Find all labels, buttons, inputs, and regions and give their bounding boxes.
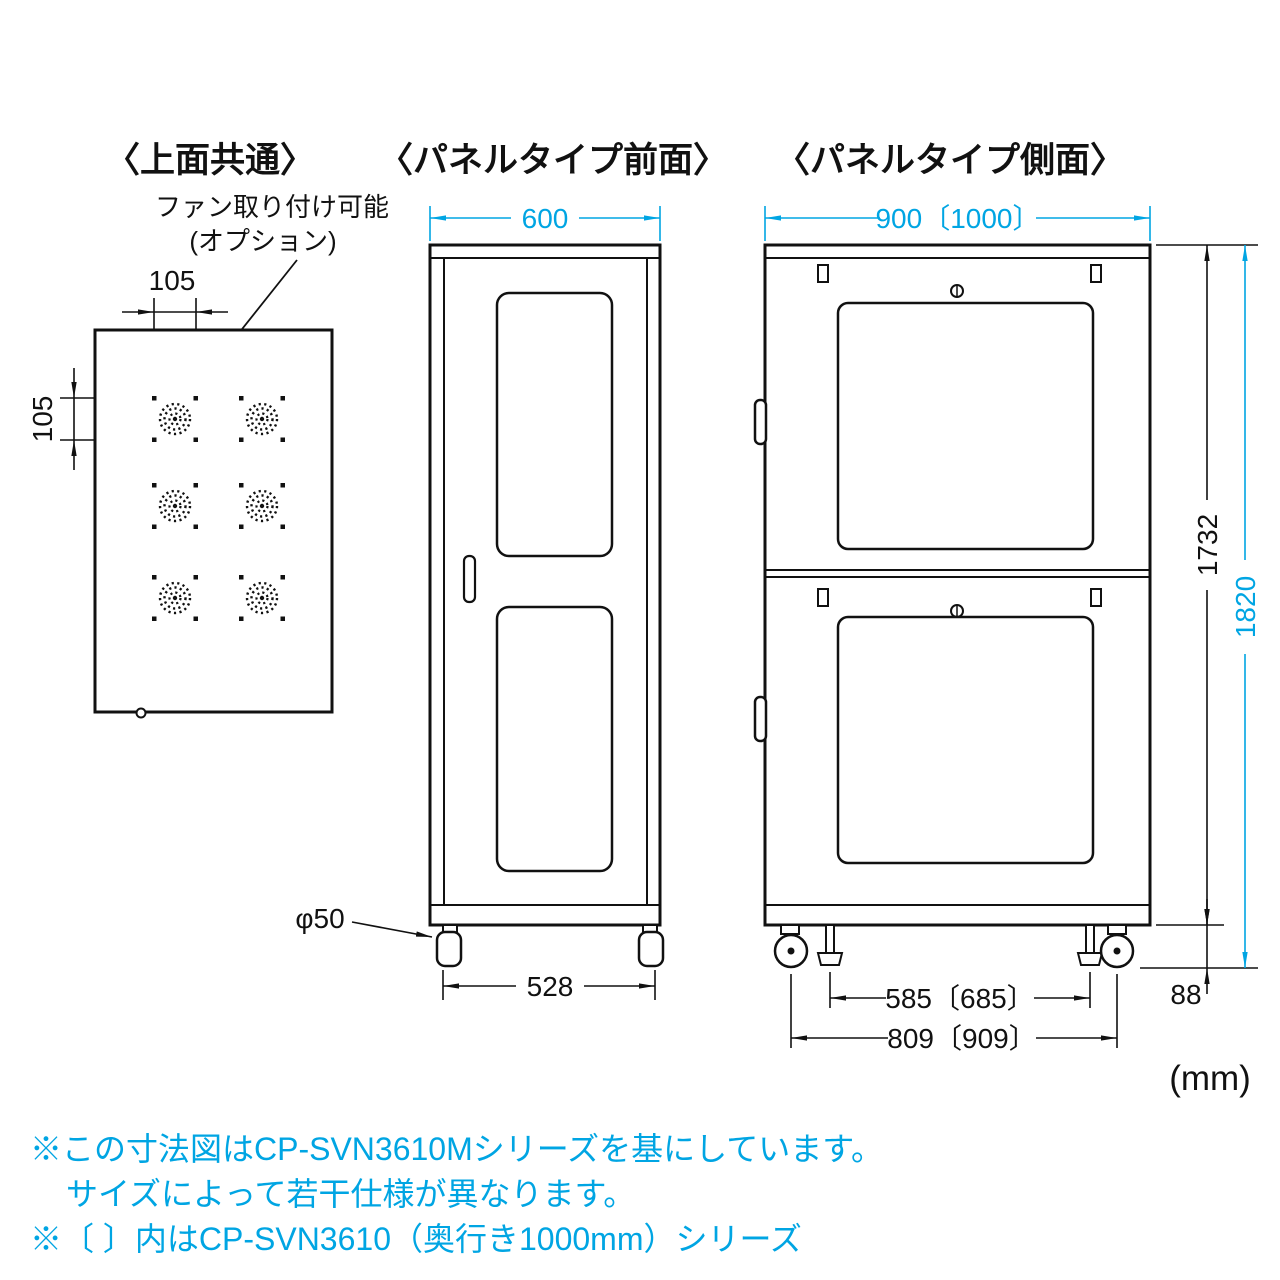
caster-side-left [773, 924, 809, 969]
door-window-lower [495, 605, 614, 873]
note-line-3: ※〔 〕内はCP-SVN3610（奥行き1000mm）シリーズ [30, 1221, 802, 1257]
leader-line [351, 921, 433, 938]
dim-105-h-label: 105 [149, 265, 196, 296]
foot-stem [825, 924, 835, 954]
caster-bracket [780, 924, 800, 935]
dim-width-600: 600 [429, 203, 661, 241]
adjuster-foot-left [816, 924, 844, 966]
dim-105-v-label: 105 [27, 396, 58, 443]
side-panel-window-lower [836, 615, 1095, 865]
panel-latch [1090, 264, 1102, 283]
caster-hub [1113, 947, 1121, 955]
front-cabinet-body [428, 243, 662, 927]
front-view-heading: 〈パネルタイプ前面〉 [378, 141, 728, 180]
caster-hub [787, 947, 795, 955]
dim-depth-900: 900〔1000〕 [764, 203, 1151, 241]
foot-pad [1076, 952, 1104, 966]
note-line-2: サイズによって若干仕様が異なります。 [66, 1176, 636, 1212]
side-cabinet-body [763, 243, 1152, 927]
note-line-1: ※この寸法図はCP-SVN3610Mシリーズを基にしています。 [30, 1131, 883, 1167]
caster-side-right [1099, 924, 1135, 969]
side-view: 〈パネルタイプ側面〉 900〔1000〕 [753, 141, 1261, 1054]
top-view: 〈上面共通〉 ファン取り付け可能 (オプション) 105 105 [27, 141, 389, 719]
dim-height-1732: 1732 [1192, 245, 1223, 925]
foot-pad [816, 952, 844, 966]
dim-585-label: 585〔685〕 [885, 983, 1034, 1014]
top-view-body [93, 328, 334, 714]
fan-option-note-line2: (オプション) [189, 226, 336, 256]
foot-stem [1085, 924, 1095, 954]
dim-88-label: 88 [1170, 979, 1201, 1010]
caster-wheel [435, 930, 463, 968]
dim-height-1820: 1820 [1230, 245, 1261, 968]
hinge [753, 398, 768, 446]
dim-600-label: 600 [522, 203, 569, 234]
caster-diameter-callout: φ50 [295, 903, 433, 938]
panel-latch [817, 264, 829, 283]
top-view-heading: 〈上面共通〉 [105, 141, 315, 180]
dim-1732-label: 1732 [1192, 514, 1223, 576]
caster-front-left [435, 924, 463, 968]
dim-900-label: 900〔1000〕 [875, 203, 1040, 234]
unit-label: (mm) [1169, 1059, 1251, 1098]
panel-latch [1090, 588, 1102, 607]
front-view: 〈パネルタイプ前面〉 600 φ50 [295, 141, 728, 1002]
dim-caster-span-528: 528 [442, 970, 656, 1002]
dim-caster-height-88: 88 [1170, 899, 1210, 1010]
dim-adjuster-span-585: 585〔685〕 [829, 972, 1091, 1014]
adjuster-foot-right [1076, 924, 1104, 966]
hinge [753, 695, 768, 743]
dim-809-label: 809〔909〕 [887, 1023, 1036, 1054]
door-handle [462, 554, 477, 604]
caster-front-right [637, 924, 665, 968]
panel-screw [950, 284, 964, 298]
panel-screw [950, 604, 964, 618]
dim-528-label: 528 [527, 971, 574, 1002]
fan-option-note-line1: ファン取り付け可能 [155, 192, 389, 222]
phi50-label: φ50 [295, 903, 344, 934]
side-panel-window-upper [836, 301, 1095, 551]
door-window-upper [495, 291, 614, 558]
dim-1820-label: 1820 [1230, 576, 1261, 638]
panel-latch [817, 588, 829, 607]
side-view-heading: 〈パネルタイプ側面〉 [775, 141, 1125, 180]
dim-caster-span-809: 809〔909〕 [790, 974, 1118, 1054]
caster-wheel [637, 930, 665, 968]
caster-bracket [1107, 924, 1127, 935]
cable-hole [135, 707, 147, 719]
